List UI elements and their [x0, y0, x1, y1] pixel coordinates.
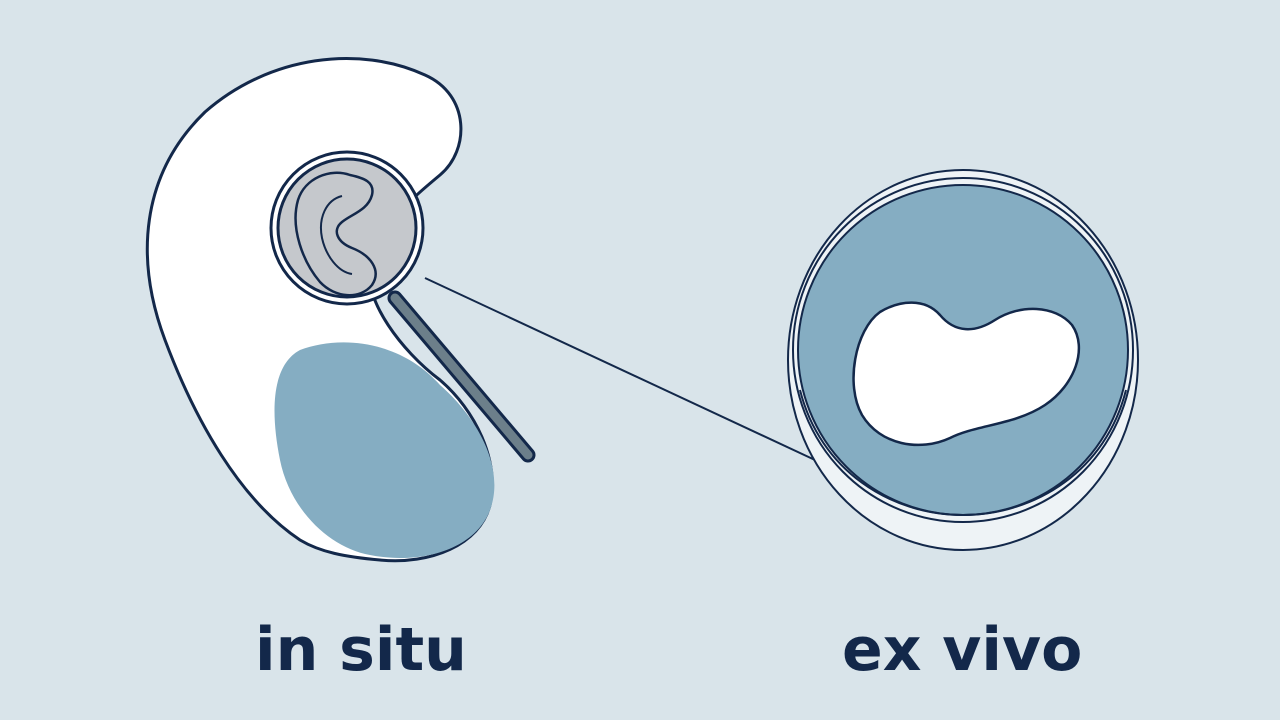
excised-tissue-sample — [852, 301, 1081, 447]
in-situ-organ — [145, 56, 495, 563]
petri-dish-icon — [787, 169, 1139, 551]
in-situ-label: in situ — [255, 615, 467, 685]
magnified-tissue-inner — [320, 195, 353, 275]
dish-inner-rim — [792, 177, 1134, 523]
magnifier-lens — [276, 157, 418, 299]
magnifying-glass-icon — [269, 150, 536, 463]
magnifier-handle-fill — [390, 293, 533, 460]
ex-vivo-label: ex vivo — [842, 615, 1083, 685]
dish-lower-edge — [799, 389, 1127, 517]
connector-line — [424, 277, 816, 461]
magnified-tissue-shape — [294, 171, 377, 297]
tissue-region — [274, 342, 495, 558]
